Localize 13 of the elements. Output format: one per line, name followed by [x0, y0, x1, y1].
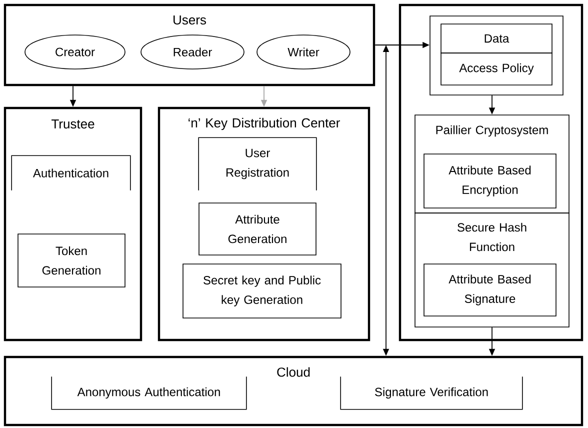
process-box: Attribute Generation: [198, 202, 316, 256]
open-box: Anonymous Authentication: [51, 376, 247, 410]
open-box: Signature Verification: [340, 376, 523, 410]
process-box: Attribute Based Encryption: [424, 154, 556, 208]
open-box: User Registration: [198, 137, 317, 191]
container-box: [430, 16, 564, 96]
process-box: Access Policy: [440, 52, 552, 86]
process-box: Attribute Based Signature: [424, 264, 556, 316]
process-box: Data: [440, 24, 552, 54]
process-box: Token Generation: [18, 234, 126, 288]
container-box: [398, 4, 584, 342]
open-box: Authentication: [11, 155, 131, 191]
process-box: Secret key and Public key Generation: [182, 264, 342, 318]
